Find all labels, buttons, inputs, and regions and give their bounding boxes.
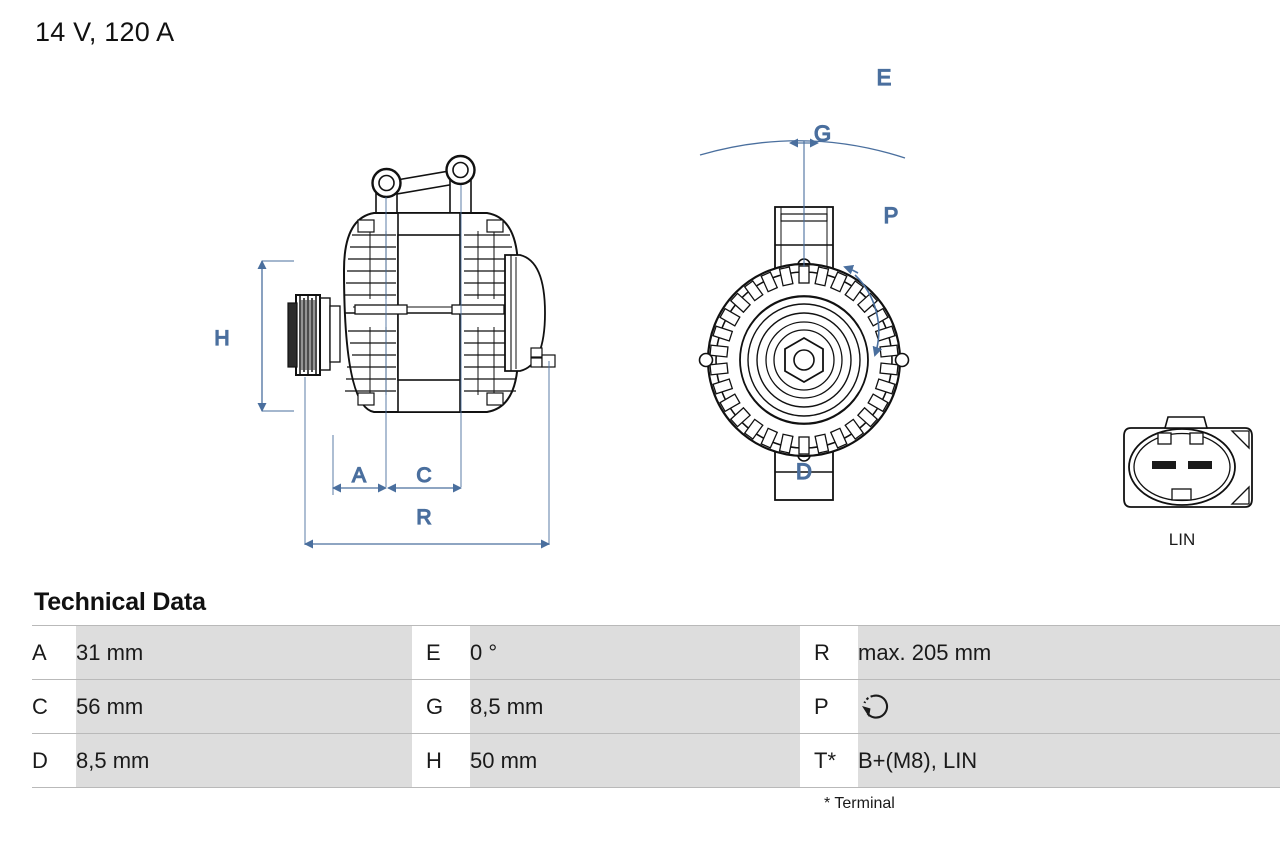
table-row: C 56 mm G 8,5 mm P bbox=[32, 679, 1280, 734]
technical-drawing-area: H A C R bbox=[0, 55, 1280, 575]
row-key-C: C bbox=[32, 679, 76, 734]
front-housing bbox=[698, 262, 910, 458]
side-view-dimensions: H A C R bbox=[214, 185, 550, 549]
page-title: 14 V, 120 A bbox=[35, 17, 175, 47]
lin-connector-label: LIN bbox=[1169, 530, 1195, 549]
front-view-dimensions: E G P D bbox=[699, 64, 906, 485]
technical-drawing-svg: H A C R bbox=[214, 64, 1253, 549]
row-key-P: P bbox=[814, 679, 858, 734]
dimension-P-rotation-arrow bbox=[843, 264, 883, 357]
alternator-front-view bbox=[698, 206, 910, 501]
ventilation-slots bbox=[709, 265, 899, 455]
dim-label-C: C bbox=[416, 464, 431, 487]
row-key-D: D bbox=[32, 733, 76, 788]
dim-label-R: R bbox=[416, 506, 431, 529]
row-key-G: G bbox=[426, 679, 470, 734]
row-value-H: 50 mm bbox=[470, 733, 800, 788]
alternator-side-view bbox=[287, 154, 556, 413]
dim-label-E: E bbox=[877, 65, 892, 90]
row-key-R: R bbox=[814, 625, 858, 680]
row-value-E: 0 ° bbox=[470, 625, 800, 680]
row-value-P bbox=[858, 679, 1280, 734]
pulley bbox=[287, 294, 341, 376]
table-row: D 8,5 mm H 50 mm T* B+(M8), LIN bbox=[32, 733, 1280, 788]
column-gap bbox=[800, 625, 814, 680]
lin-connector bbox=[1123, 416, 1253, 508]
row-key-A: A bbox=[32, 625, 76, 680]
dim-label-D: D bbox=[796, 459, 812, 484]
technical-data-table: A 31 mm E 0 ° R max. 205 mm C 56 mm G 8,… bbox=[32, 625, 1280, 788]
column-gap bbox=[800, 679, 814, 734]
dim-label-H: H bbox=[214, 327, 229, 350]
row-value-C: 56 mm bbox=[76, 679, 412, 734]
rear-cover bbox=[504, 254, 556, 372]
column-gap bbox=[412, 625, 426, 680]
technical-data-heading: Technical Data bbox=[34, 588, 206, 616]
dimension-E bbox=[699, 138, 906, 159]
dim-label-A: A bbox=[352, 464, 366, 487]
table-row: A 31 mm E 0 ° R max. 205 mm bbox=[32, 625, 1280, 680]
row-value-G: 8,5 mm bbox=[470, 679, 800, 734]
row-value-T: B+(M8), LIN bbox=[858, 733, 1280, 788]
alternator-body bbox=[342, 212, 519, 413]
row-key-T: T* bbox=[814, 733, 858, 788]
row-key-H: H bbox=[426, 733, 470, 788]
dim-label-P: P bbox=[884, 203, 899, 228]
column-gap bbox=[800, 733, 814, 788]
column-gap bbox=[412, 679, 426, 734]
dimension-A bbox=[332, 435, 387, 495]
row-value-D: 8,5 mm bbox=[76, 733, 412, 788]
table-footnote: * Terminal bbox=[824, 795, 895, 812]
row-value-A: 31 mm bbox=[76, 625, 412, 680]
connector-pin-right bbox=[1188, 461, 1212, 469]
row-key-E: E bbox=[426, 625, 470, 680]
connector-pin-left bbox=[1152, 461, 1176, 469]
column-gap bbox=[412, 733, 426, 788]
row-value-R: max. 205 mm bbox=[858, 625, 1280, 680]
dim-label-G: G bbox=[814, 121, 831, 146]
rotation-direction-icon bbox=[858, 691, 892, 723]
dimension-H bbox=[257, 260, 294, 412]
technical-data-section: Technical Data A 31 mm E 0 ° R max. 205 … bbox=[32, 588, 1280, 813]
